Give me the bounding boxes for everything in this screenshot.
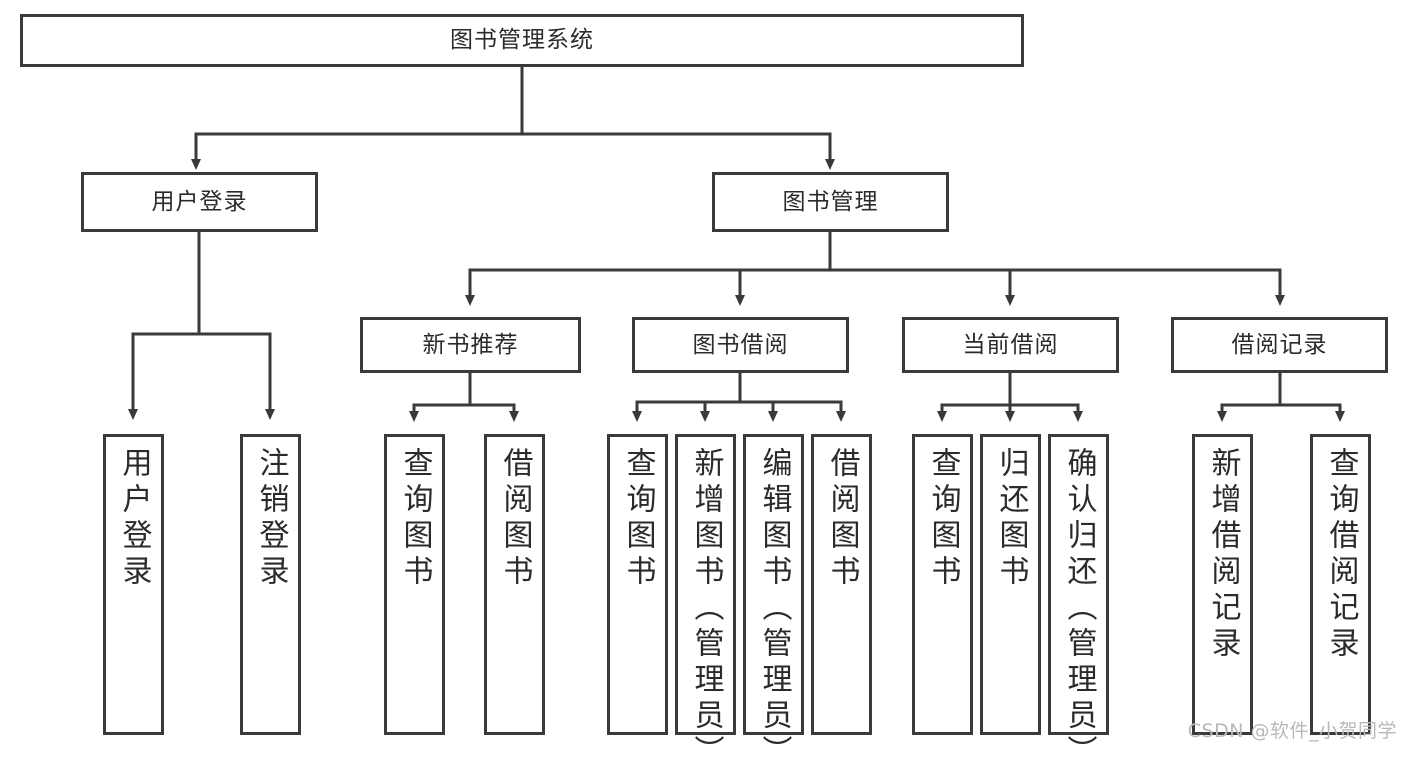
diagram-canvas: 图书管理系统 用户登录 图书管理 新书推荐 图书借阅 当前借阅 借阅记录 用户登… bbox=[20, 14, 1397, 771]
node-new-book-recommend[interactable]: 新书推荐 bbox=[360, 317, 581, 373]
node-label: 当前借阅 bbox=[962, 331, 1059, 358]
leaf-query-book-current[interactable]: 查询图书 bbox=[912, 434, 973, 735]
node-borrow-record[interactable]: 借阅记录 bbox=[1171, 317, 1388, 373]
node-label: 图书管理系统 bbox=[450, 27, 594, 54]
node-label: 查询借阅记录 bbox=[1323, 447, 1359, 663]
node-book-borrow[interactable]: 图书借阅 bbox=[632, 317, 849, 373]
node-label: 新增图书（管理员） bbox=[688, 447, 724, 771]
leaf-query-borrow-record[interactable]: 查询借阅记录 bbox=[1310, 434, 1371, 735]
leaf-query-book-borrow[interactable]: 查询图书 bbox=[607, 434, 668, 735]
node-label: 新增借阅记录 bbox=[1205, 447, 1241, 663]
leaf-add-borrow-record[interactable]: 新增借阅记录 bbox=[1192, 434, 1253, 735]
node-label: 查询图书 bbox=[925, 447, 961, 591]
node-user-login[interactable]: 用户登录 bbox=[81, 172, 318, 232]
leaf-query-book-recommend[interactable]: 查询图书 bbox=[384, 434, 445, 735]
node-label: 确认归还（管理员） bbox=[1061, 447, 1097, 771]
leaf-edit-book-admin[interactable]: 编辑图书（管理员） bbox=[743, 434, 804, 771]
node-label: 注销登录 bbox=[253, 447, 289, 591]
node-label: 编辑图书（管理员） bbox=[756, 447, 792, 771]
node-label: 借阅图书 bbox=[497, 447, 533, 591]
node-root-system[interactable]: 图书管理系统 bbox=[20, 14, 1024, 67]
leaf-return-book[interactable]: 归还图书 bbox=[980, 434, 1041, 735]
leaf-add-book-admin[interactable]: 新增图书（管理员） bbox=[675, 434, 736, 771]
node-label: 用户登录 bbox=[116, 447, 152, 591]
node-current-borrow[interactable]: 当前借阅 bbox=[902, 317, 1119, 373]
node-label: 新书推荐 bbox=[422, 331, 519, 358]
node-label: 用户登录 bbox=[151, 188, 248, 215]
node-label: 归还图书 bbox=[993, 447, 1029, 591]
leaf-user-login[interactable]: 用户登录 bbox=[103, 434, 164, 735]
node-label: 图书管理 bbox=[782, 188, 879, 215]
leaf-borrow-book[interactable]: 借阅图书 bbox=[811, 434, 872, 735]
watermark-text: CSDN @软件_小贺同学 bbox=[1187, 720, 1397, 742]
leaf-confirm-return-admin[interactable]: 确认归还（管理员） bbox=[1048, 434, 1109, 771]
node-book-management[interactable]: 图书管理 bbox=[712, 172, 949, 232]
leaf-logout[interactable]: 注销登录 bbox=[240, 434, 301, 735]
leaf-borrow-book-recommend[interactable]: 借阅图书 bbox=[484, 434, 545, 735]
node-label: 借阅记录 bbox=[1231, 331, 1328, 358]
node-label: 借阅图书 bbox=[824, 447, 860, 591]
node-label: 图书借阅 bbox=[692, 331, 789, 358]
node-label: 查询图书 bbox=[620, 447, 656, 591]
node-label: 查询图书 bbox=[397, 447, 433, 591]
